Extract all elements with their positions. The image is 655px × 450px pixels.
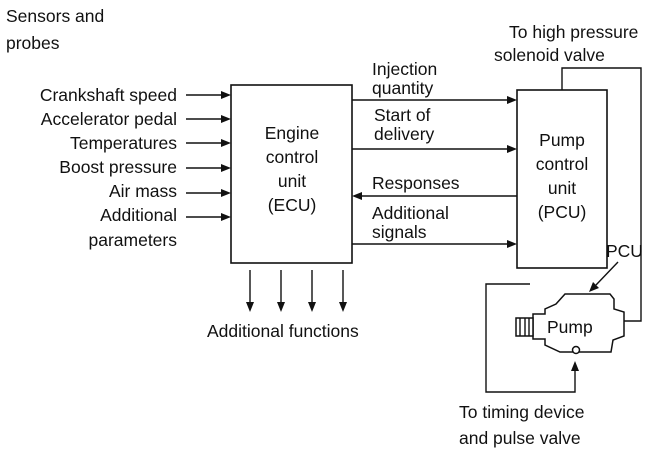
pcu-label-line1: Pump xyxy=(539,130,585,150)
ecu-label-line1: Engine xyxy=(265,123,320,143)
high-pressure-line2: solenoid valve xyxy=(494,45,605,65)
signal-additional-line1: Additional xyxy=(372,203,449,223)
pcu-pointer-line xyxy=(595,261,619,286)
input-accelerator-pedal: Accelerator pedal xyxy=(41,109,177,129)
signal-injection-line2: quantity xyxy=(372,78,434,98)
input-additional: Additional xyxy=(100,205,177,225)
signal-start-line2: delivery xyxy=(374,124,435,144)
additional-function-arrows xyxy=(246,270,347,312)
ecu-label-line3: unit xyxy=(278,171,306,191)
ecu-box xyxy=(230,84,353,264)
pump-drawing xyxy=(515,293,625,355)
ecu-label-line4: (ECU) xyxy=(268,195,317,215)
timing-arrowhead xyxy=(571,361,579,371)
ecu-label-line2: control xyxy=(266,147,319,167)
signal-responses: Responses xyxy=(372,173,460,193)
high-pressure-line xyxy=(561,67,642,322)
input-air-mass: Air mass xyxy=(109,181,177,201)
pcu-pointer-arrowhead xyxy=(589,282,599,292)
signal-additional-line2: signals xyxy=(372,222,427,242)
timing-line2: and pulse valve xyxy=(459,428,581,448)
input-temperatures: Temperatures xyxy=(70,133,177,153)
pcu-label-line3: unit xyxy=(548,178,576,198)
signal-start-line1: Start of xyxy=(374,105,431,125)
high-pressure-line1: To high pressure xyxy=(509,22,638,42)
input-parameters: parameters xyxy=(88,230,177,250)
pcu-label-line2: control xyxy=(536,154,589,174)
timing-line xyxy=(485,283,576,393)
input-crankshaft-speed: Crankshaft speed xyxy=(40,85,177,105)
signal-injection-line1: Injection xyxy=(372,59,437,79)
additional-functions-label: Additional functions xyxy=(207,321,359,341)
pcu-label-line4: (PCU) xyxy=(538,202,587,222)
sensors-heading-line2: probes xyxy=(6,33,60,53)
signal-arrows xyxy=(352,96,517,248)
pump-label: Pump xyxy=(547,317,593,337)
input-arrows xyxy=(186,91,231,221)
input-boost-pressure: Boost pressure xyxy=(59,157,177,177)
timing-line1: To timing device xyxy=(459,402,584,422)
pump-pcu-tag: PCU xyxy=(606,241,643,261)
sensors-heading-line1: Sensors and xyxy=(6,6,104,26)
